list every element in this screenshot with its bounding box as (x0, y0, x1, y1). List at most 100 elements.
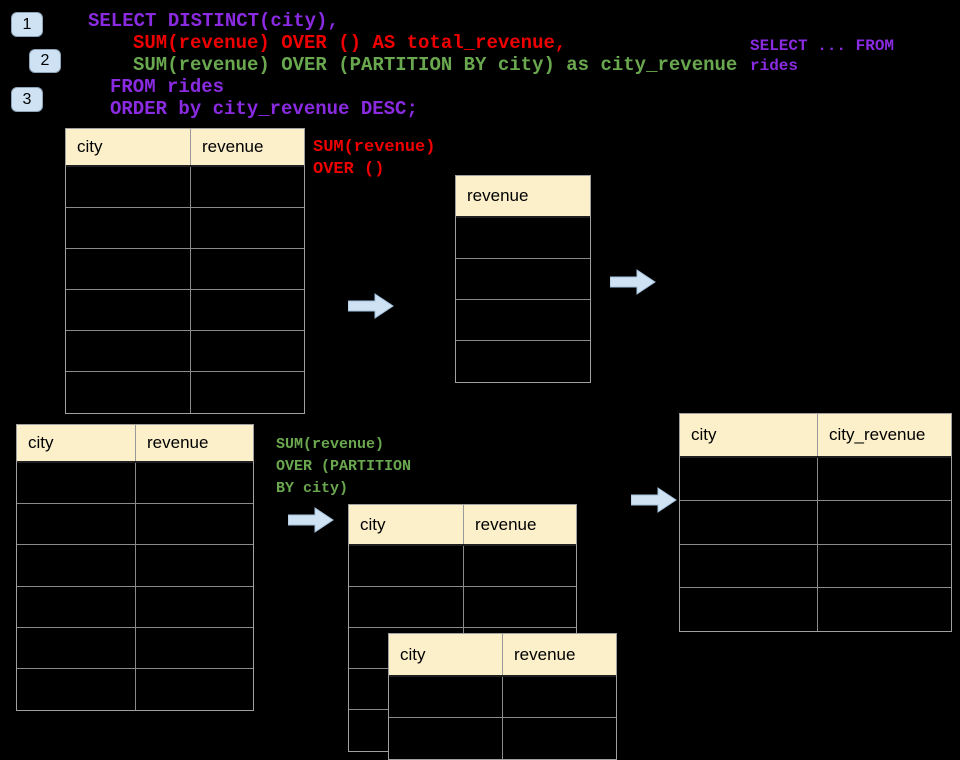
column-header-revenue: revenue (467, 186, 529, 205)
total-annotation-line-2: OVER () (313, 160, 385, 179)
table-cell (66, 249, 191, 289)
table-row (680, 544, 951, 588)
table-row (66, 249, 304, 290)
table-cell (136, 463, 253, 503)
table-cell (349, 546, 464, 586)
table-cell (456, 300, 590, 340)
table-row (389, 718, 616, 759)
column-header-city: city (680, 414, 818, 456)
column-header-revenue: revenue (147, 433, 209, 452)
from-note-line-2: rides (750, 57, 799, 75)
table-cell (136, 669, 253, 710)
table-row (17, 504, 253, 546)
table-row (66, 331, 304, 372)
column-header-city-revenue: city_revenue (829, 425, 926, 444)
table-cell (66, 331, 191, 371)
table-cell (818, 501, 951, 543)
table-cell (503, 677, 616, 717)
table-row (680, 458, 951, 502)
table-row (389, 677, 616, 718)
sql-line-from: FROM rides (110, 76, 225, 98)
table-cell (17, 586, 136, 627)
column-header-revenue: revenue (514, 644, 576, 664)
from-note-line-1: SELECT ... FROM (750, 37, 895, 55)
table-row (680, 587, 951, 632)
step-badge-1: 1 (11, 12, 43, 37)
table-cell (680, 587, 818, 632)
column-header-city: city (349, 505, 464, 544)
table-header-row: revenue (456, 176, 590, 218)
table-cell (818, 458, 951, 500)
table-cell (818, 588, 951, 631)
table-row (17, 668, 253, 711)
table-row (17, 463, 253, 505)
table-cell (136, 628, 253, 668)
arrow-right-icon (348, 293, 394, 319)
partition-annotation-line-3: BY city) (276, 480, 349, 497)
table-row (456, 300, 590, 341)
arrow-right-icon (631, 487, 677, 513)
table-cell (136, 587, 253, 627)
table-cell (191, 249, 304, 289)
partition-annotation: SUM(revenue) OVER (PARTITION BY city) (276, 434, 411, 500)
table-row (17, 586, 253, 628)
table-cell (17, 545, 136, 586)
table-cell (17, 668, 136, 711)
table-cell (66, 290, 191, 330)
table-row (66, 208, 304, 249)
sql-line-partition: SUM(revenue) OVER (PARTITION BY city) as… (133, 54, 738, 76)
step-badge-2: 2 (29, 49, 61, 73)
slide-canvas: { "colors": { "background": "#000000", "… (11, 10, 952, 760)
table-cell (349, 587, 464, 627)
table-cell (136, 504, 253, 544)
total-annotation-line-1: SUM(revenue) (313, 138, 436, 157)
table-cell (17, 627, 136, 668)
column-header-revenue: revenue (202, 137, 264, 156)
table-cell (389, 718, 503, 759)
table-final-result: city city_revenue (679, 413, 952, 633)
table-cell (66, 372, 191, 413)
table-cell (136, 545, 253, 585)
table-cell (66, 208, 191, 248)
table-cell (17, 504, 136, 545)
sql-line-select: SELECT DISTINCT(city), (88, 10, 339, 32)
total-revenue-annotation: SUM(revenue) OVER () (313, 137, 435, 181)
table-row (17, 627, 253, 669)
table-cell (680, 501, 818, 544)
table-row (349, 546, 576, 587)
table-cell (818, 545, 951, 587)
column-header-city: city (17, 425, 136, 461)
table-cell (191, 290, 304, 330)
table-cell (456, 259, 590, 299)
table-cell (191, 208, 304, 248)
table-total-revenue-result: revenue (455, 175, 591, 383)
table-cell (17, 463, 136, 504)
table-row (66, 290, 304, 331)
table-header-row: city revenue (66, 129, 304, 167)
step-badge-3: 3 (11, 87, 43, 112)
table-cell (464, 587, 576, 627)
table-row (680, 501, 951, 545)
column-header-city: city (389, 634, 503, 675)
table-cell (680, 544, 818, 587)
column-header-revenue: revenue (475, 514, 537, 534)
table-cell (66, 167, 191, 207)
table-row (349, 587, 576, 628)
table-source-rides-top: city revenue (65, 128, 305, 414)
table-row (66, 167, 304, 208)
table-cell (389, 677, 503, 717)
table-cell (464, 546, 576, 586)
table-source-rides-bottom: city revenue (16, 424, 254, 712)
table-header-row: city city_revenue (680, 414, 951, 458)
partition-annotation-line-2: OVER (PARTITION (276, 458, 412, 475)
table-header-row: city revenue (389, 634, 616, 677)
table-row (17, 545, 253, 587)
sql-line-order-by: ORDER by city_revenue DESC; (110, 98, 418, 120)
table-header-row: city revenue (349, 505, 576, 546)
table-cell (456, 341, 590, 382)
table-cell (680, 458, 818, 501)
table-cell (191, 167, 304, 207)
table-row (456, 259, 590, 300)
table-row (456, 341, 590, 382)
table-cell (191, 331, 304, 371)
